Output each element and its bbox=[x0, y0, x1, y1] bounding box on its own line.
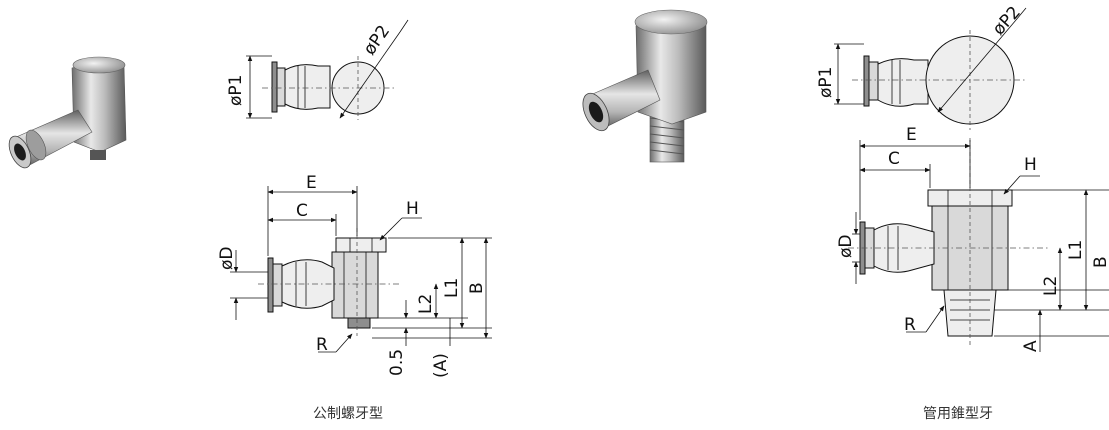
label-c-left: C bbox=[296, 201, 308, 221]
label-gap-left: 0.5 bbox=[387, 349, 407, 376]
label-r-right: R bbox=[904, 315, 916, 335]
label-l1-right: L1 bbox=[1066, 240, 1086, 260]
product-photo-metric bbox=[8, 56, 127, 169]
label-p1-left: øP1 bbox=[226, 75, 246, 106]
label-r-left: R bbox=[316, 335, 328, 355]
label-b-left: B bbox=[467, 282, 487, 294]
caption-taper-thread: 管用錐型牙 bbox=[923, 406, 993, 422]
label-d-right: øD bbox=[836, 235, 856, 259]
label-l2-left: L2 bbox=[416, 294, 436, 314]
label-l1-left: L1 bbox=[442, 278, 462, 298]
label-d-left: øD bbox=[217, 247, 237, 271]
label-l2-right: L2 bbox=[1041, 276, 1061, 296]
metric-top-view bbox=[246, 19, 409, 120]
label-a-left: (A) bbox=[431, 353, 451, 378]
metric-side-view bbox=[230, 186, 492, 353]
label-p1-right: øP1 bbox=[816, 67, 836, 98]
caption-metric-thread: 公制螺牙型 bbox=[313, 406, 383, 422]
taper-side-view bbox=[848, 138, 1109, 352]
label-c-right: C bbox=[888, 149, 900, 169]
label-p2-right: øP2 bbox=[989, 3, 1025, 40]
product-photo-taper bbox=[582, 9, 708, 163]
taper-top-view bbox=[834, 7, 1027, 130]
label-h-right: H bbox=[1024, 155, 1037, 175]
label-p2-left: øP2 bbox=[360, 22, 394, 59]
label-b-right: B bbox=[1091, 256, 1109, 268]
label-h-left: H bbox=[406, 199, 419, 219]
label-a-right: A bbox=[1021, 340, 1041, 352]
label-e-left: E bbox=[306, 173, 317, 193]
label-e-right: E bbox=[906, 125, 917, 145]
